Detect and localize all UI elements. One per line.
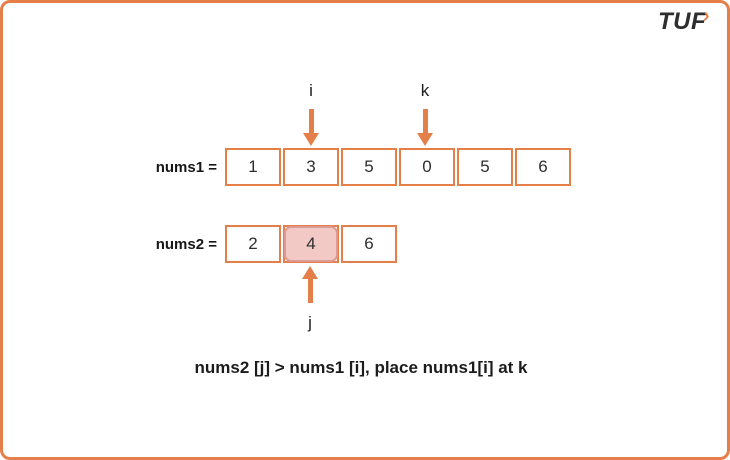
- array-cell: 5: [457, 148, 513, 186]
- array-cell: 5: [341, 148, 397, 186]
- array-cell: 3: [283, 148, 339, 186]
- nums1-label: nums1 =: [155, 159, 217, 176]
- cell-value: 4: [306, 234, 316, 253]
- pointer-i-down-arrow-icon: [303, 109, 319, 146]
- tuf-logo: TUF›: [658, 6, 710, 36]
- array-cell: 0: [399, 148, 455, 186]
- arrow-head: [417, 133, 433, 146]
- nums1-array: 1 3 5 0 5 6: [225, 148, 571, 186]
- array-cell: 6: [341, 225, 397, 263]
- array-cell: 1: [225, 148, 281, 186]
- arrow-shaft: [307, 279, 313, 303]
- pointer-j-up-arrow-icon: [302, 266, 318, 303]
- tuf-logo-text: TUF: [658, 8, 707, 35]
- cell-value: 2: [248, 234, 258, 253]
- caption: nums2 [j] > nums1 [i], place nums1[i] at…: [194, 358, 528, 377]
- arrow-shaft: [422, 109, 428, 133]
- nums2-array: 2 4 6: [225, 225, 397, 263]
- pointer-k-down-arrow-icon: [417, 109, 433, 146]
- cell-value: 0: [422, 157, 432, 176]
- arrow-head: [302, 266, 318, 279]
- array-cell: 4: [283, 225, 339, 263]
- cell-value: 1: [248, 157, 258, 176]
- cell-value: 5: [364, 157, 374, 176]
- cell-value: 6: [364, 234, 374, 253]
- pointer-label-k: k: [420, 81, 430, 100]
- pointer-label-i: i: [309, 81, 313, 100]
- arrow-shaft: [308, 109, 314, 133]
- arrow-head: [303, 133, 319, 146]
- cell-value: 5: [480, 157, 490, 176]
- cell-value: 3: [306, 157, 316, 176]
- pointer-label-j: j: [308, 313, 312, 332]
- cell-value: 6: [538, 157, 548, 176]
- array-cell: 6: [515, 148, 571, 186]
- array-cell: 2: [225, 225, 281, 263]
- nums2-label: nums2 =: [155, 236, 217, 253]
- chevron-right-icon: ›: [703, 6, 710, 27]
